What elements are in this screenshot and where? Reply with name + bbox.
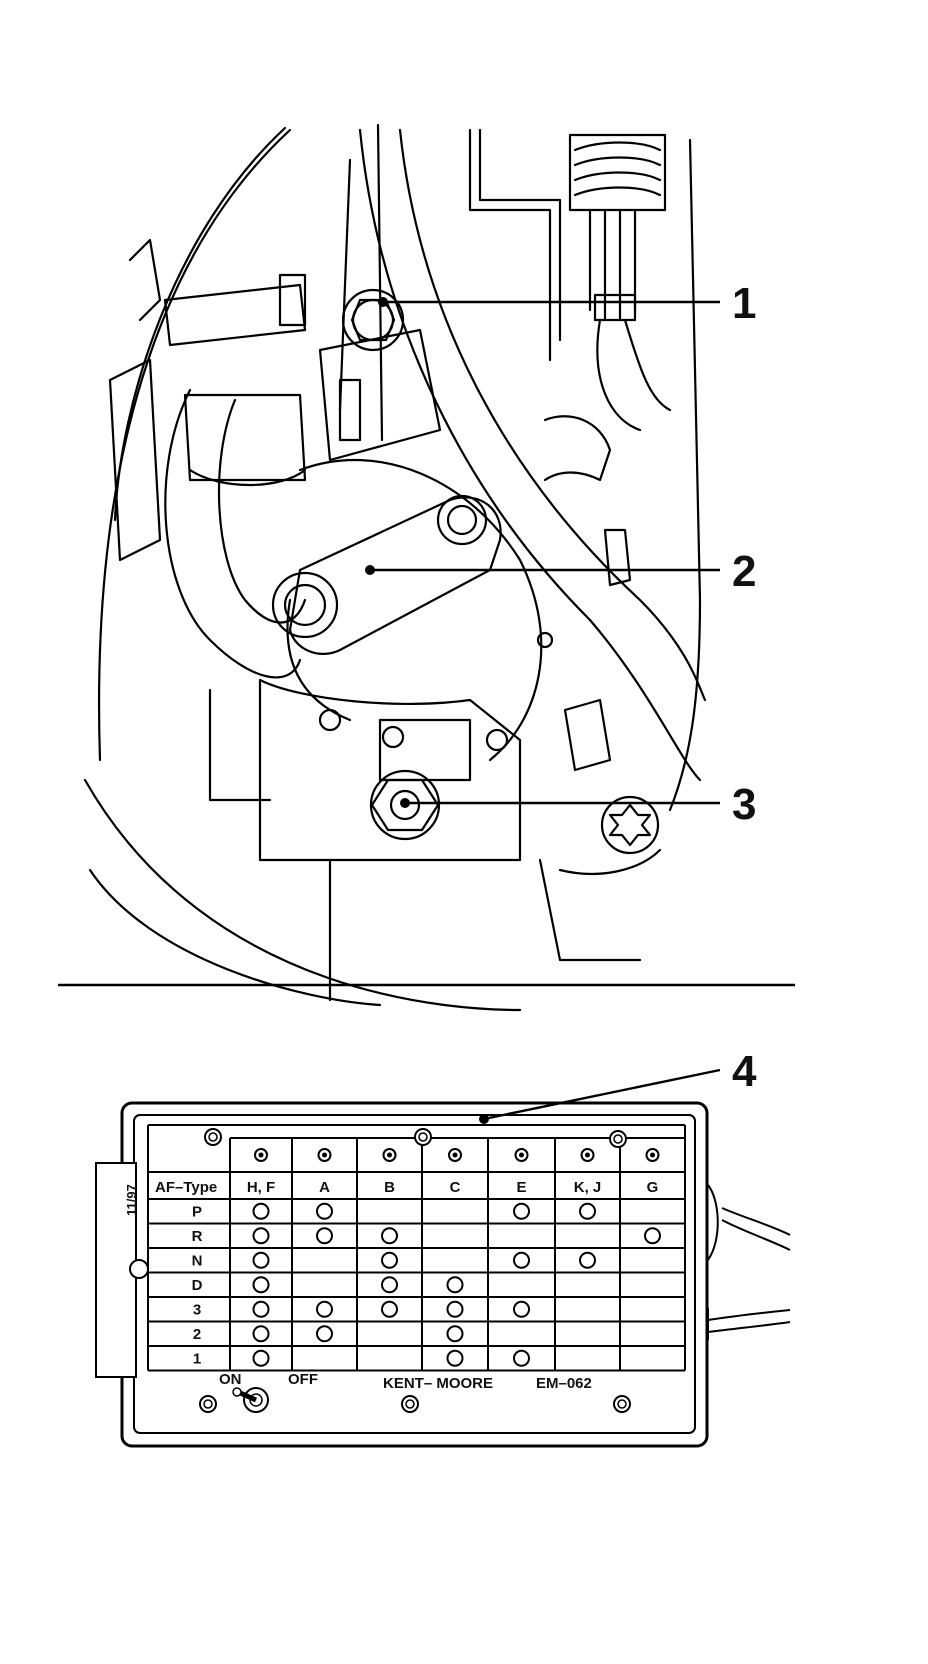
led-6 <box>580 1148 595 1162</box>
lamp-2-4 <box>446 1325 464 1343</box>
lamp-3-1 <box>252 1300 270 1318</box>
column-label: G <box>647 1179 659 1196</box>
lamp-2-2 <box>316 1325 333 1343</box>
callout-dots <box>365 297 489 1124</box>
indicator-lamps <box>252 1202 661 1367</box>
lamp-3-5 <box>513 1300 530 1318</box>
screw-6 <box>613 1395 631 1413</box>
screw-2 <box>414 1128 432 1146</box>
lamp-D-4 <box>446 1276 464 1294</box>
lamp-P-2 <box>316 1202 333 1220</box>
screw-1 <box>204 1128 222 1146</box>
side-label: 11/97 <box>124 1184 139 1216</box>
callout-4: 4 <box>732 1047 757 1096</box>
row-label: D <box>192 1277 203 1294</box>
lamp-P-6 <box>579 1202 596 1220</box>
lamp-P-5 <box>513 1202 530 1220</box>
side-tab-hole <box>129 1259 149 1279</box>
brand-label: KENT– MOORE <box>383 1375 493 1392</box>
column-label: E <box>516 1179 526 1196</box>
lamp-N-1 <box>252 1251 270 1269</box>
linkage-drawing <box>83 123 707 1012</box>
column-label: C <box>450 1179 461 1196</box>
led-2 <box>317 1148 332 1162</box>
row-label: P <box>192 1203 202 1220</box>
led-row <box>254 1148 660 1162</box>
led-1 <box>254 1148 268 1162</box>
screw-3 <box>609 1130 627 1148</box>
lamp-1-1 <box>252 1349 270 1367</box>
led-3 <box>382 1148 397 1162</box>
column-label: H, F <box>247 1179 275 1196</box>
row-label: N <box>192 1252 203 1269</box>
callout-dot-1 <box>378 297 388 307</box>
lamp-R-3 <box>381 1227 398 1245</box>
lamp-R-7 <box>644 1227 661 1245</box>
model-label: EM–062 <box>536 1375 592 1392</box>
callout-leaders <box>370 300 721 1121</box>
column-labels: H, F A B C E K, J G <box>247 1179 659 1196</box>
lamp-N-5 <box>513 1251 530 1269</box>
row-label: 3 <box>193 1301 201 1318</box>
callout-2: 2 <box>732 547 756 596</box>
switch-on-label: ON <box>219 1371 242 1388</box>
lamp-P-1 <box>252 1202 270 1220</box>
lamp-1-5 <box>513 1349 530 1367</box>
screws <box>199 1128 631 1413</box>
column-label: K, J <box>574 1179 602 1196</box>
lamp-2-1 <box>252 1325 270 1343</box>
callout-dot-2 <box>365 565 375 575</box>
led-7 <box>645 1148 660 1162</box>
led-4 <box>448 1148 462 1162</box>
lamp-3-3 <box>381 1300 398 1318</box>
lamp-R-2 <box>316 1227 333 1245</box>
switch-off-label: OFF <box>288 1371 318 1388</box>
row-label: 1 <box>193 1350 201 1367</box>
screw-5 <box>401 1395 419 1413</box>
screw-4 <box>199 1395 217 1413</box>
af-type-label: AF–Type <box>155 1179 217 1196</box>
column-label: B <box>384 1179 395 1196</box>
lamp-D-1 <box>252 1276 270 1294</box>
row-label: R <box>192 1228 203 1245</box>
led-5 <box>514 1148 529 1162</box>
lamp-R-1 <box>252 1227 270 1245</box>
callout-3: 3 <box>732 780 756 829</box>
lamp-N-3 <box>381 1251 398 1269</box>
power-switch[interactable] <box>232 1387 269 1413</box>
lamp-3-4 <box>446 1300 464 1318</box>
callout-dot-3 <box>400 798 410 808</box>
lamp-3-2 <box>316 1300 333 1318</box>
status-grid <box>147 1124 686 1372</box>
callout-1: 1 <box>732 279 756 328</box>
lamp-1-4 <box>446 1349 464 1367</box>
callout-dot-4 <box>479 1114 489 1124</box>
lamp-N-6 <box>579 1251 596 1269</box>
lamp-D-3 <box>381 1276 398 1294</box>
row-label: 2 <box>193 1326 201 1343</box>
column-label: A <box>319 1179 330 1196</box>
